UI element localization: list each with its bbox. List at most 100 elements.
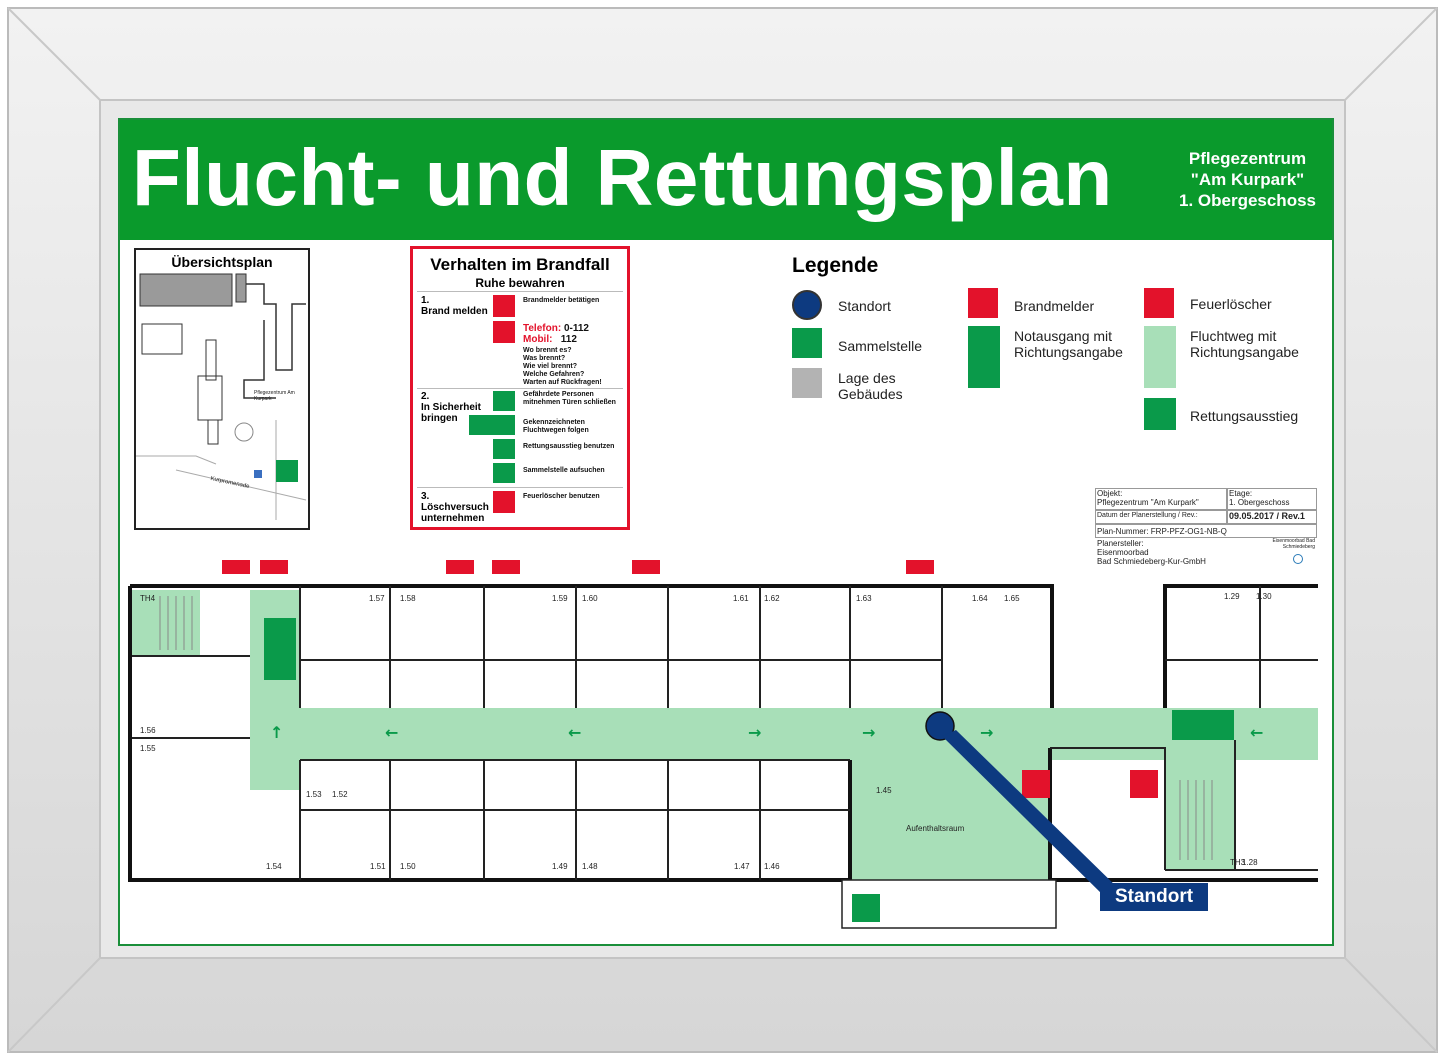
exit-sign-east (1172, 710, 1234, 740)
mobile-line: Mobil: 112 (523, 334, 577, 345)
room-159: 1.59 (552, 594, 568, 603)
question-2: Was brennt? (523, 355, 566, 362)
legend-title: Legende (792, 254, 879, 277)
room-146: 1.46 (764, 862, 780, 871)
svg-text:→: → (980, 723, 993, 742)
assembly-point-icon (792, 328, 822, 358)
datum-value: 09.05.2017 / Rev.1 (1229, 511, 1305, 521)
step2-title: In Sicherheit bringen (421, 402, 482, 424)
question-4: Welche Gefahren? (523, 371, 585, 378)
step3-number: 3. (421, 491, 430, 502)
question-1: Wo brennt es? (523, 347, 572, 354)
route-arrows: ↑ ← ← → → → ← (270, 723, 1263, 742)
step2: 2. In Sicherheit bringen (421, 391, 485, 424)
step2-text-b: Gekennzeichneten Fluchtwegen folgen (523, 419, 589, 434)
phone-label: Telefon: (523, 323, 562, 334)
legend-notausgang: Notausgang mit Richtungsangabe (1014, 328, 1123, 360)
facility-subname: "Am Kurpark" (1190, 170, 1305, 189)
mobile-value: 112 (560, 334, 577, 345)
step2-text-a: Gefährdete Personen mitnehmen Türen schl… (523, 391, 616, 406)
building-location-swatch (792, 368, 822, 398)
room-156: 1.56 (140, 726, 156, 735)
ersteller-label: Planersteller: (1097, 539, 1144, 548)
phone-line: Telefon: 0-112 (523, 323, 589, 334)
fire-subtitle: Ruhe bewahren (475, 276, 565, 290)
step2-text-d: Sammelstelle aufsuchen (523, 467, 605, 474)
room-158: 1.58 (400, 594, 416, 603)
step3: 3. Löschversuch unternehmen (421, 491, 495, 524)
room-164: 1.64 (972, 594, 988, 603)
exit-sign-west (264, 618, 296, 680)
legend-feuerloescher: Feuerlöscher (1190, 296, 1272, 312)
extinguisher-icon (493, 491, 515, 513)
rescue-exit-sign (852, 894, 880, 922)
arrow-right-icon (493, 391, 515, 411)
rescue-exit-icon (1144, 398, 1176, 430)
floor-label: 1. Obergeschoss (1178, 191, 1316, 210)
planner-logo: Eisenmoorbad Bad Schmiedeberg (1272, 538, 1315, 550)
question-3: Wie viel brennt? (523, 363, 578, 370)
question-5: Warten auf Rückfragen! (523, 379, 602, 386)
standort-pointer (942, 730, 1120, 898)
facility-info: Pflegezentrum "Am Kurpark" 1. Obergescho… (1179, 148, 1316, 211)
room-153: 1.53 (306, 790, 322, 799)
step1-number: 1. (421, 295, 430, 306)
fire-equipment-markers (222, 560, 1158, 798)
room-154: 1.54 (266, 862, 282, 871)
legend-sammelstelle: Sammelstelle (838, 338, 923, 354)
ersteller-line2: Bad Schmiedeberg-Kur-GmbH (1097, 557, 1206, 566)
header-bar: Flucht- und Rettungsplan Pflegezentrum "… (120, 120, 1332, 240)
facility-name: Pflegezentrum (1188, 149, 1307, 168)
overview-map (136, 273, 307, 520)
room-155: 1.55 (140, 744, 156, 753)
etage-label: Etage: (1229, 489, 1253, 498)
phone-value: 0-112 (563, 323, 589, 334)
title-block: Objekt: Pflegezentrum "Am Kurpark" Etage… (1095, 488, 1317, 574)
room-147: 1.47 (734, 862, 750, 871)
room-157: 1.57 (369, 594, 385, 603)
room-160: 1.60 (582, 594, 598, 603)
legend-rettungsausstieg: Rettungsausstieg (1190, 408, 1299, 424)
fire-alarm-icon (968, 288, 998, 318)
emergency-exit-arrow-icon (968, 326, 1000, 388)
room-161: 1.61 (733, 594, 749, 603)
step2-text-c: Rettungsausstieg benutzen (523, 443, 615, 450)
rescue-exit-icon (493, 439, 515, 459)
escape-route (132, 590, 1318, 880)
room-149: 1.49 (552, 862, 568, 871)
room-129: 1.29 (1224, 592, 1240, 601)
room-148: 1.48 (582, 862, 598, 871)
page-title: Flucht- und Rettungsplan (132, 133, 1113, 222)
assembly-point-icon (493, 463, 515, 483)
plan-number: Plan-Nummer: FRP-PFZ-OG1-NB-Q (1097, 527, 1227, 536)
fire-title: Verhalten im Brandfall (430, 255, 610, 274)
fire-instructions: Verhalten im Brandfall Ruhe bewahren 1. … (410, 246, 630, 530)
step1-text: Brandmelder betätigen (523, 297, 600, 304)
room-aufenthaltsraum: Aufenthaltsraum (906, 824, 965, 833)
legend-standort: Standort (838, 298, 891, 314)
room-162: 1.62 (764, 594, 780, 603)
etage-value: 1. Obergeschoss (1229, 498, 1290, 507)
standort-marker (925, 711, 955, 741)
room-152: 1.52 (332, 790, 348, 799)
step3-title: Löschversuch unternehmen (421, 502, 489, 524)
fire-extinguisher-icon (1144, 288, 1174, 318)
room-th4: TH4 (140, 594, 156, 603)
svg-text:←: ← (385, 723, 398, 742)
overview-title: Übersichtsplan (171, 254, 273, 270)
room-163: 1.63 (856, 594, 872, 603)
step3-text: Feuerlöscher benutzen (523, 493, 600, 500)
mobile-label: Mobil: (523, 334, 553, 345)
standort-icon (792, 290, 822, 320)
escape-route-swatch (1144, 326, 1176, 388)
room-th3: TH3 (1230, 858, 1246, 867)
ersteller-line1: Eisenmoorbad (1097, 548, 1149, 557)
objekt-label: Objekt: (1097, 489, 1123, 498)
floor-plan: ↑ ← ← → → → ← (128, 560, 1318, 929)
emergency-exit-icon (469, 415, 515, 435)
room-165: 1.65 (1004, 594, 1020, 603)
svg-text:←: ← (568, 723, 581, 742)
svg-text:→: → (862, 723, 875, 742)
escape-plan-sheet: Flucht- und Rettungsplan Pflegezentrum "… (118, 118, 1334, 946)
legend-fluchtweg: Fluchtweg mit Richtungsangabe (1190, 328, 1299, 360)
